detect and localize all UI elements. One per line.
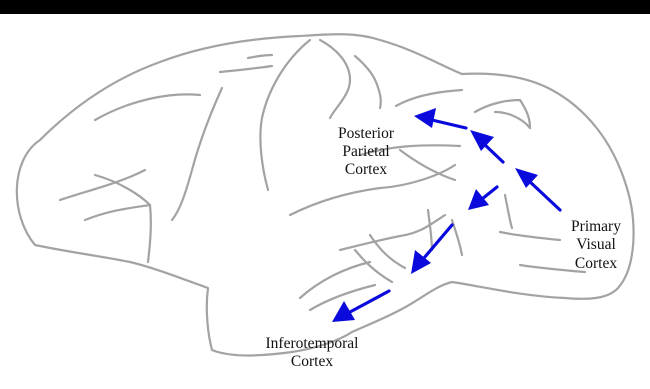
sulcus-ventral-1 xyxy=(428,210,432,250)
sulcus-parietal-occipital xyxy=(396,90,462,106)
label-primary-visual-cortex: Primary Visual Cortex xyxy=(571,218,621,272)
brain-outline xyxy=(17,34,634,355)
sulcus-arcuate xyxy=(172,88,222,220)
label-parietal: Parietal xyxy=(342,143,389,160)
sulcus-occipital-4 xyxy=(400,150,455,180)
sulcus-frontal-2 xyxy=(85,205,151,262)
label-inferotemporal: Inferotemporal xyxy=(266,335,359,352)
sulcus-lunate xyxy=(475,100,530,128)
brain-drawing xyxy=(17,34,634,355)
label-posterior-parietal-cortex: Posterior Parietal Cortex xyxy=(338,125,395,178)
ventral-arrow-1-shaft xyxy=(482,187,497,199)
sulcus-occipital-2 xyxy=(500,232,560,240)
label-cortex-parietal: Cortex xyxy=(345,161,387,178)
sulcus-occipital-1 xyxy=(505,195,512,228)
sulcus-central xyxy=(260,40,310,190)
label-cortex-inferotemporal: Cortex xyxy=(291,353,333,370)
sulcus-frontal-5 xyxy=(220,66,272,72)
dorsal-arrow-2-head xyxy=(470,130,494,151)
sulcus-frontal-1 xyxy=(60,170,145,200)
label-posterior: Posterior xyxy=(338,125,395,142)
sulcus-temporal-3 xyxy=(300,262,370,298)
sulcus-temporal-1 xyxy=(370,235,405,268)
dorsal-arrow-2-shaft xyxy=(484,144,503,162)
sulcus-postcentral xyxy=(355,56,381,108)
label-visual: Visual xyxy=(576,236,616,253)
sulcus-intraparietal xyxy=(320,40,350,118)
sulcus-frontal-4 xyxy=(95,94,200,120)
dorsal-arrow-3-shaft xyxy=(432,120,466,128)
label-primary: Primary xyxy=(571,218,621,235)
sulcus-frontal-6 xyxy=(248,55,272,58)
label-cortex-visual: Cortex xyxy=(575,255,617,272)
dorsal-arrow-3-head xyxy=(414,108,436,128)
ventral-arrow-3-shaft xyxy=(350,291,389,312)
ventral-arrow-1-head xyxy=(468,189,489,210)
sulcus-lunate-2 xyxy=(495,112,530,128)
ventral-arrow-2-shaft xyxy=(424,225,452,258)
dorsal-arrow-1-shaft xyxy=(528,180,560,210)
